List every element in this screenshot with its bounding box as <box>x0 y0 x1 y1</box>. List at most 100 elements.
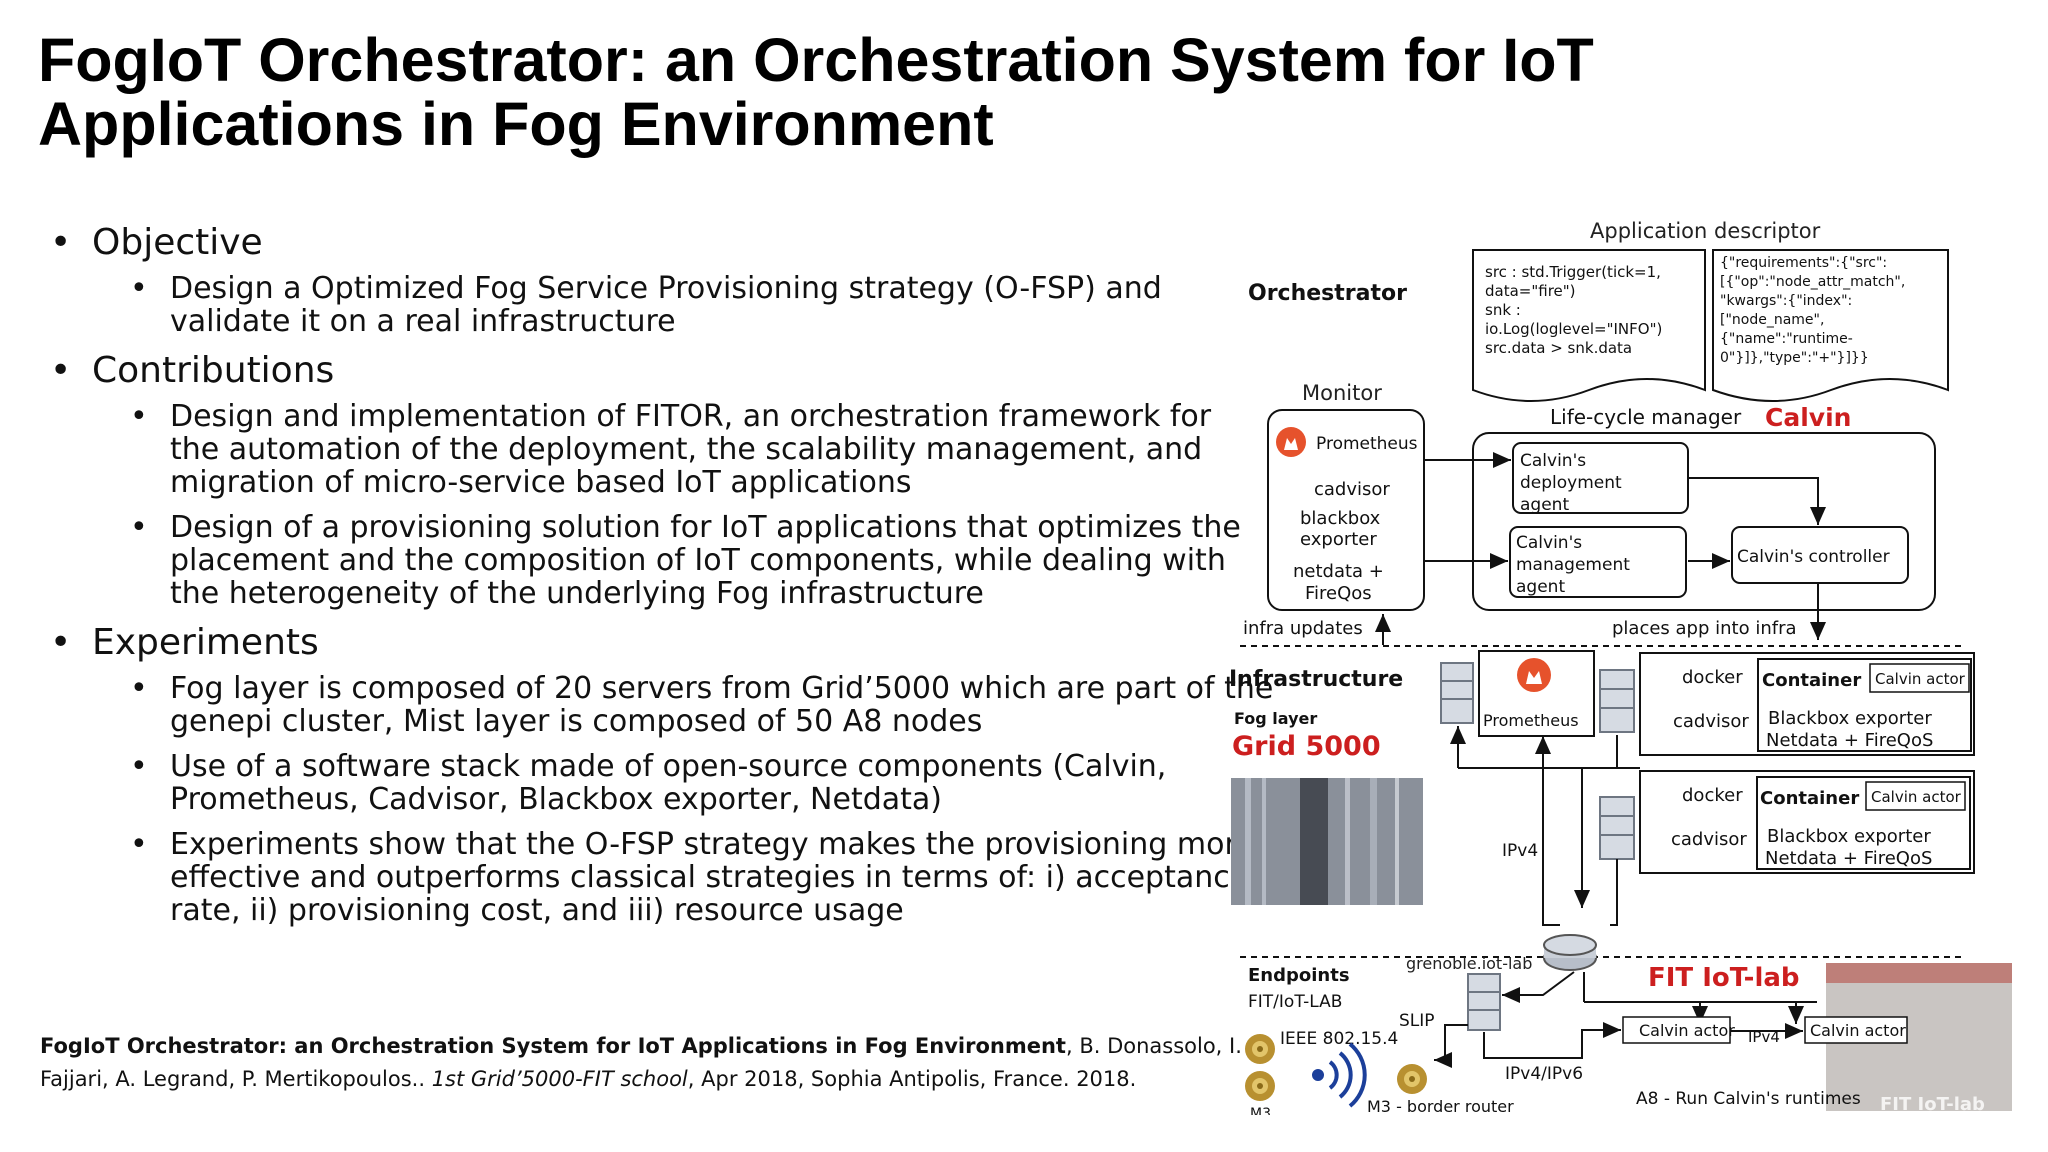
cadvisor-label: cadvisor <box>1671 829 1747 850</box>
code-line: snk : <box>1485 301 1521 319</box>
section-objective: Objective Design a Optimized Fog Service… <box>48 222 1228 338</box>
m3-router-label: M3 - border router <box>1367 1097 1514 1115</box>
exporter-label: exporter <box>1300 529 1377 550</box>
sub-bullet: Design a Optimized Fog Service Provision… <box>48 272 1228 338</box>
prometheus-label: Prometheus <box>1483 711 1579 730</box>
server-icon <box>1440 662 1635 860</box>
code-document-2 <box>1712 249 1949 402</box>
slip-label: SLIP <box>1399 1011 1435 1031</box>
slide-title-line-2: Applications in Fog Environment <box>38 90 994 158</box>
mgmt-agent-line: agent <box>1516 577 1565 597</box>
places-app-label: places app into infra <box>1612 618 1797 639</box>
netdata-label: netdata + <box>1293 561 1384 582</box>
sensor-node-icon <box>1245 1071 1275 1101</box>
slide-title: FogIoT Orchestrator: an Orchestration Sy… <box>38 28 1738 156</box>
fit-iot-lab-label: FIT/IoT-LAB <box>1248 992 1342 1012</box>
calvin-actor-box <box>1869 663 1970 693</box>
slide-title-line-1: FogIoT Orchestrator: an Orchestration Sy… <box>38 26 1594 94</box>
ipv4-label: IPv4 <box>1502 841 1538 861</box>
prometheus-label: Prometheus <box>1316 434 1418 454</box>
monitor-box <box>1267 409 1425 611</box>
netdata-fireqos-label: Netdata + FireQoS <box>1765 848 1932 869</box>
wireless-signal-icon <box>1312 1042 1367 1108</box>
calvin-actor-box <box>1865 781 1966 811</box>
fog-layer-label: Fog layer <box>1234 709 1317 728</box>
ipv4-ipv6-label: IPv4/IPv6 <box>1505 1064 1583 1084</box>
deploy-agent-line: Calvin's <box>1520 451 1586 471</box>
code-line: io.Log(loglevel="INFO") <box>1485 320 1662 338</box>
code-line: src.data > snk.data <box>1485 339 1632 357</box>
app-descriptor-label: Application descriptor <box>1590 219 1821 243</box>
container-label: Container <box>1760 788 1859 809</box>
prometheus-icon <box>1517 658 1551 692</box>
prometheus-icon <box>1276 427 1306 457</box>
blackbox-exporter-label: Blackbox exporter <box>1768 708 1932 729</box>
sensor-node-icon <box>1245 1034 1275 1064</box>
json-line: {"requirements":{"src": <box>1720 255 1887 271</box>
m3-node-label: M3 <box>1250 1106 1271 1115</box>
calvin-controller-box <box>1731 526 1909 584</box>
calvin-actor-box <box>1804 1016 1908 1044</box>
orchestrator-label: Orchestrator <box>1248 281 1407 306</box>
grenoble-label: grenoble.iot-lab <box>1406 954 1532 973</box>
cadvisor-label: cadvisor <box>1673 711 1749 732</box>
endpoints-label: Endpoints <box>1248 965 1350 986</box>
sub-bullet: Use of a software stack made of open-sou… <box>48 750 1228 816</box>
citation-title: FogIoT Orchestrator: an Orchestration Sy… <box>40 1034 1066 1058</box>
cadvisor-label: cadvisor <box>1314 479 1390 500</box>
sub-bullet: Experiments show that the O-FSP strategy… <box>48 828 1255 927</box>
infrastructure-label: Infrastructure <box>1229 667 1403 692</box>
calvin-actor-label: Calvin actor <box>1810 1021 1906 1040</box>
sub-bullet: Design of a provisioning solution for Io… <box>48 511 1241 610</box>
controller-label: Calvin's controller <box>1737 547 1890 567</box>
ieee-label: IEEE 802.15.4 <box>1280 1029 1398 1049</box>
code-line: data="fire") <box>1485 282 1576 300</box>
section-contributions: Contributions Design and implementation … <box>48 350 1241 610</box>
mgmt-agent-line: management <box>1516 555 1630 575</box>
code-line: src : std.Trigger(tick=1, <box>1485 263 1661 281</box>
deploy-agent-line: agent <box>1520 495 1569 515</box>
infra-updates-label: infra updates <box>1243 618 1363 639</box>
architecture-diagram: Application descriptor Orchestrator src … <box>1229 219 2012 1115</box>
json-line: {"name":"runtime- <box>1720 331 1853 347</box>
docker-label: docker <box>1682 667 1743 688</box>
sub-bullet: Design and implementation of FITOR, an o… <box>48 400 1228 499</box>
netdata-fireqos-label: Netdata + FireQoS <box>1766 730 1933 751</box>
section-experiments: Experiments Fog layer is composed of 20 … <box>48 622 1273 927</box>
sensor-node-icon <box>1397 1064 1427 1094</box>
blackbox-label: blackbox <box>1300 508 1381 529</box>
citation-authors-2: Fajjari, A. Legrand, P. Mertikopoulos.. <box>40 1067 432 1091</box>
json-line: "kwargs":{"index": <box>1720 293 1852 309</box>
calvin-actor-label: Calvin actor <box>1875 670 1966 688</box>
calvin-label: Calvin <box>1765 403 1851 432</box>
citation: FogIoT Orchestrator: an Orchestration Sy… <box>40 1030 1242 1096</box>
fireqos-label: FireQos <box>1305 583 1372 604</box>
docker-label: docker <box>1682 785 1743 806</box>
fit-logo-watermark: FIT IoT-lab <box>1880 1094 1985 1115</box>
bullet-list: Objective Design a Optimized Fog Service… <box>48 222 1273 939</box>
server-icon <box>1467 973 1501 1031</box>
bullet-objective: Objective <box>48 222 1228 264</box>
calvin-actor-label: Calvin actor <box>1639 1021 1735 1040</box>
ipv4-label: IPv4 <box>1748 1028 1780 1046</box>
calvin-actor-box <box>1622 1016 1731 1044</box>
management-agent-box <box>1509 526 1687 598</box>
sub-bullet: Fog layer is composed of 20 servers from… <box>48 672 1273 738</box>
citation-venue: 1st Grid’5000-FIT school <box>431 1067 688 1091</box>
container-label: Container <box>1762 670 1861 691</box>
json-line: [{"op":"node_attr_match", <box>1720 274 1905 290</box>
blackbox-exporter-label: Blackbox exporter <box>1767 826 1931 847</box>
lifecycle-label: Life-cycle manager <box>1550 405 1742 429</box>
calvin-actor-label: Calvin actor <box>1871 788 1962 806</box>
bullet-contributions: Contributions <box>48 350 1228 392</box>
deploy-agent-line: deployment <box>1520 473 1622 493</box>
bullet-experiments: Experiments <box>48 622 1228 664</box>
monitor-label: Monitor <box>1302 381 1382 405</box>
fit-iot-lab-title: FIT IoT-lab <box>1648 963 1800 993</box>
citation-date: , Apr 2018, Sophia Antipolis, France. 20… <box>687 1067 1137 1091</box>
code-document-1 <box>1472 249 1706 402</box>
json-line: 0"}]},"type":"+"}]}} <box>1720 350 1869 366</box>
citation-authors: , B. Donassolo, I. <box>1065 1034 1242 1058</box>
a8-runtimes-label: A8 - Run Calvin's runtimes <box>1636 1089 1861 1109</box>
mgmt-agent-line: Calvin's <box>1516 533 1582 553</box>
